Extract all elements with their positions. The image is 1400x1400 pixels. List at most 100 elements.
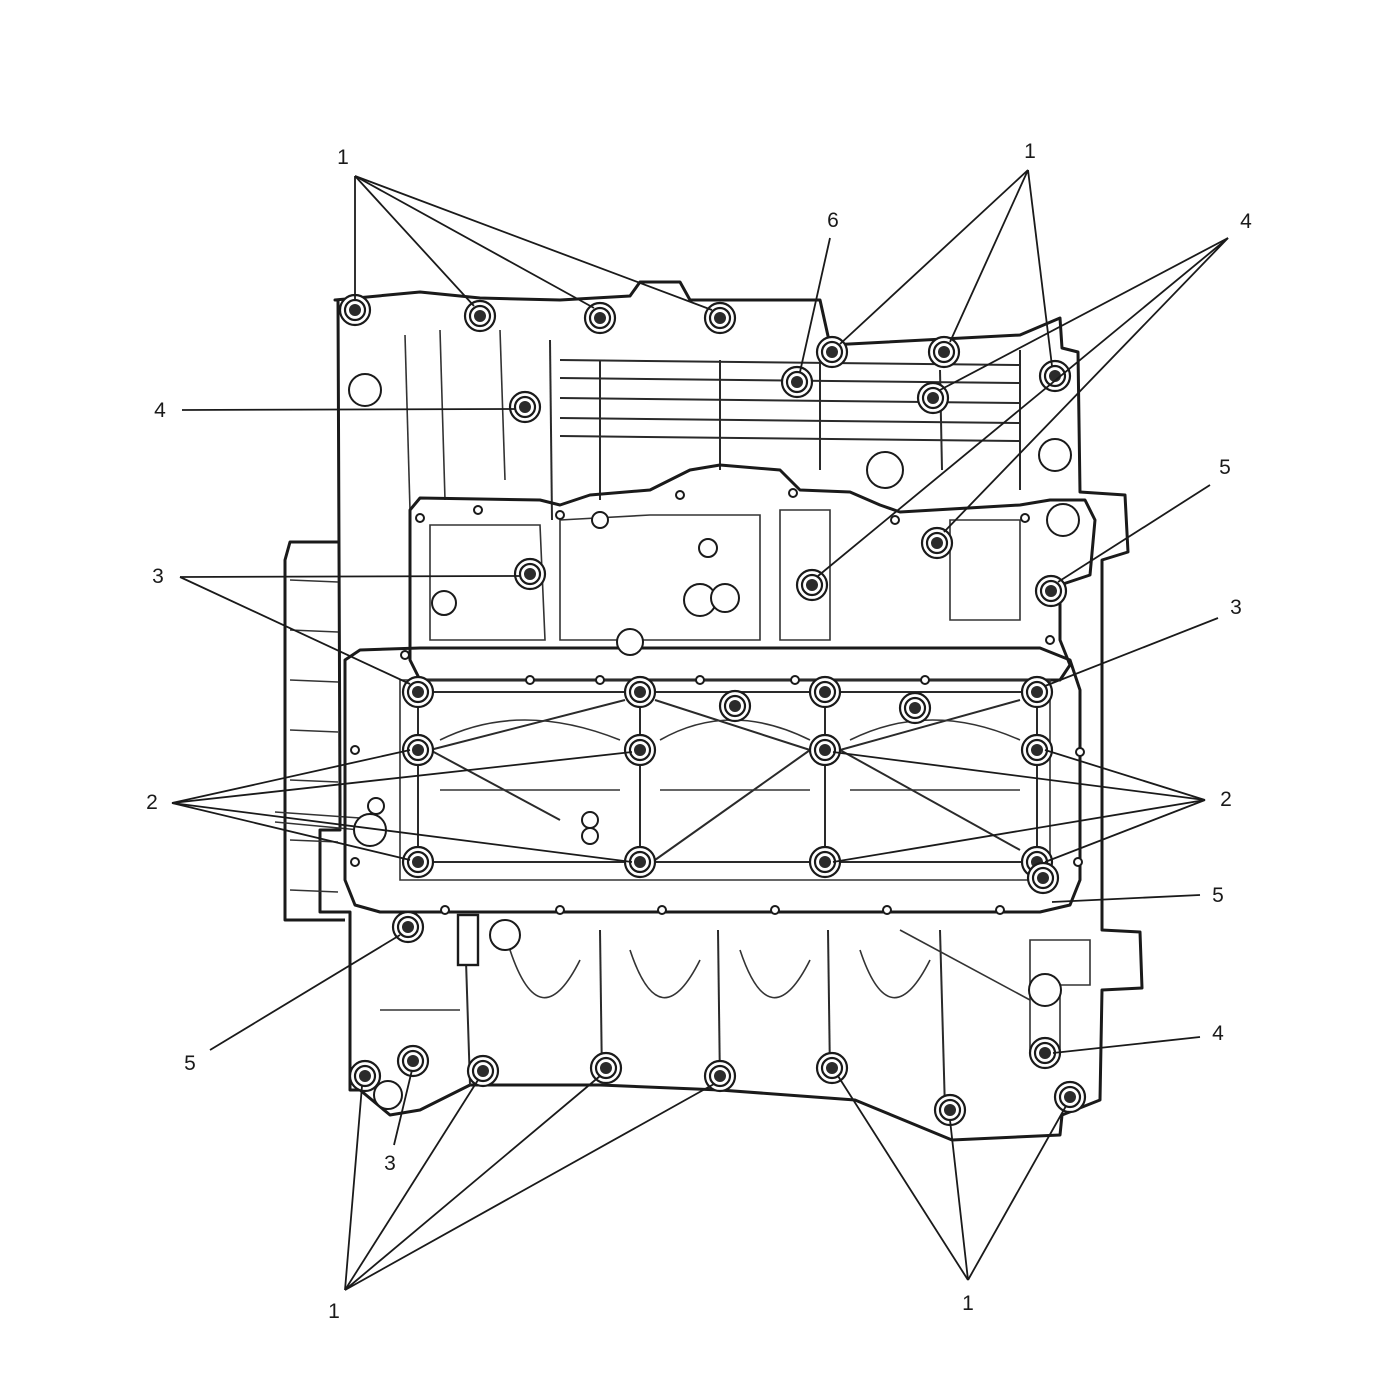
bolt-socket (714, 312, 726, 324)
bolt-2 (623, 675, 657, 709)
bolt-6 (780, 365, 814, 399)
bolt-socket (407, 1055, 419, 1067)
callout-2-left: 2 (146, 791, 158, 814)
callout-labels: 1 1 6 4 4 5 3 3 2 2 5 4 5 3 1 1 (146, 140, 1252, 1323)
leader-5 (1057, 484, 1211, 583)
bolt-5 (1026, 861, 1060, 895)
callout-1-top-right: 1 (1024, 140, 1036, 163)
bolt-2 (623, 845, 657, 879)
bolt-5 (391, 910, 425, 944)
bolt-1 (703, 1059, 737, 1093)
bolt-2 (808, 733, 842, 767)
bolt-socket (819, 686, 831, 698)
bolt-socket (1031, 686, 1043, 698)
cover-pocket-left (429, 524, 546, 641)
bolt-2 (1020, 675, 1054, 709)
callout-1-bottom-right: 1 (962, 1292, 974, 1315)
callout-6: 6 (827, 209, 839, 232)
crankcase-outline (318, 280, 1144, 1142)
bolt-socket (826, 1062, 838, 1074)
bolt-socket (634, 744, 646, 756)
leader-1 (344, 1079, 479, 1291)
bolt-socket (714, 1070, 726, 1082)
leader-2 (171, 751, 633, 804)
leader-1 (344, 1085, 363, 1291)
leader-1 (354, 175, 713, 311)
leader-1 (354, 175, 595, 309)
bolt-1 (815, 1051, 849, 1085)
upper-cover-plate (408, 463, 1097, 682)
leader-4 (939, 237, 1229, 391)
leader-2 (1044, 799, 1206, 863)
bolt-socket (474, 310, 486, 322)
bolt-1 (1053, 1080, 1087, 1114)
bolt-socket (927, 392, 939, 404)
leader-4 (181, 408, 516, 411)
bolt-socket (594, 312, 606, 324)
leader-2 (171, 802, 633, 863)
bolt-socket (1037, 872, 1049, 884)
bolt-1 (927, 335, 961, 369)
leader-5 (209, 934, 401, 1051)
leader-3 (179, 575, 521, 578)
bolt-2 (401, 675, 435, 709)
bolt-socket (524, 568, 536, 580)
bolt-2 (623, 733, 657, 767)
bolt-socket (412, 744, 424, 756)
bolt-socket (412, 686, 424, 698)
bolt-4 (795, 568, 829, 602)
bolt-socket (600, 1062, 612, 1074)
bolt-socket (412, 856, 424, 868)
bolt-1 (466, 1054, 500, 1088)
leader-1 (967, 1105, 1067, 1281)
callout-5-upper-right: 5 (1219, 456, 1231, 479)
bolt (898, 691, 932, 725)
bearing-truss (417, 691, 1038, 863)
bolt-1 (933, 1093, 967, 1127)
bolt-socket (359, 1070, 371, 1082)
bolt-socket (931, 537, 943, 549)
bolt-1 (338, 293, 372, 327)
bolt-3 (513, 557, 547, 591)
bolt-socket (729, 700, 741, 712)
leader-1 (354, 175, 475, 307)
leader-1 (949, 1119, 969, 1281)
crankcase-body (274, 280, 1144, 1142)
bolt-socket (1064, 1091, 1076, 1103)
callout-5-lower-right: 5 (1212, 884, 1224, 907)
leader-2 (171, 802, 411, 861)
leader-2 (832, 751, 1206, 801)
leader-3 (1044, 617, 1219, 687)
bolt-socket (477, 1065, 489, 1077)
leader-1 (344, 1075, 601, 1291)
callout-4-top-right: 4 (1240, 210, 1252, 233)
bolt-4 (508, 390, 542, 424)
bolt-1 (583, 301, 617, 335)
bolt-2 (401, 733, 435, 767)
callout-4-lower-right: 4 (1212, 1022, 1224, 1045)
bolt-1 (348, 1059, 382, 1093)
bolt-socket (909, 702, 921, 714)
bolt-socket (402, 921, 414, 933)
leader-5 (1051, 894, 1201, 903)
bolt-socket (819, 856, 831, 868)
bolt-2 (1020, 733, 1054, 767)
leader-2 (171, 749, 411, 804)
bolt-socket (634, 686, 646, 698)
bolt-1 (703, 301, 737, 335)
leader-6 (799, 237, 831, 373)
bolt-1 (815, 335, 849, 369)
cover-pocket-mid (779, 509, 831, 641)
leader-4 (817, 237, 1229, 577)
leader-4 (1052, 1036, 1201, 1054)
bolt (718, 689, 752, 723)
bolt-socket (819, 744, 831, 756)
cover-pocket-right (949, 519, 1021, 621)
leader-3 (179, 576, 411, 685)
leader-4 (943, 237, 1229, 533)
bolt-socket (806, 579, 818, 591)
bolt-1 (463, 299, 497, 333)
casting-holes (348, 373, 1080, 1110)
leader-2 (1044, 749, 1206, 801)
